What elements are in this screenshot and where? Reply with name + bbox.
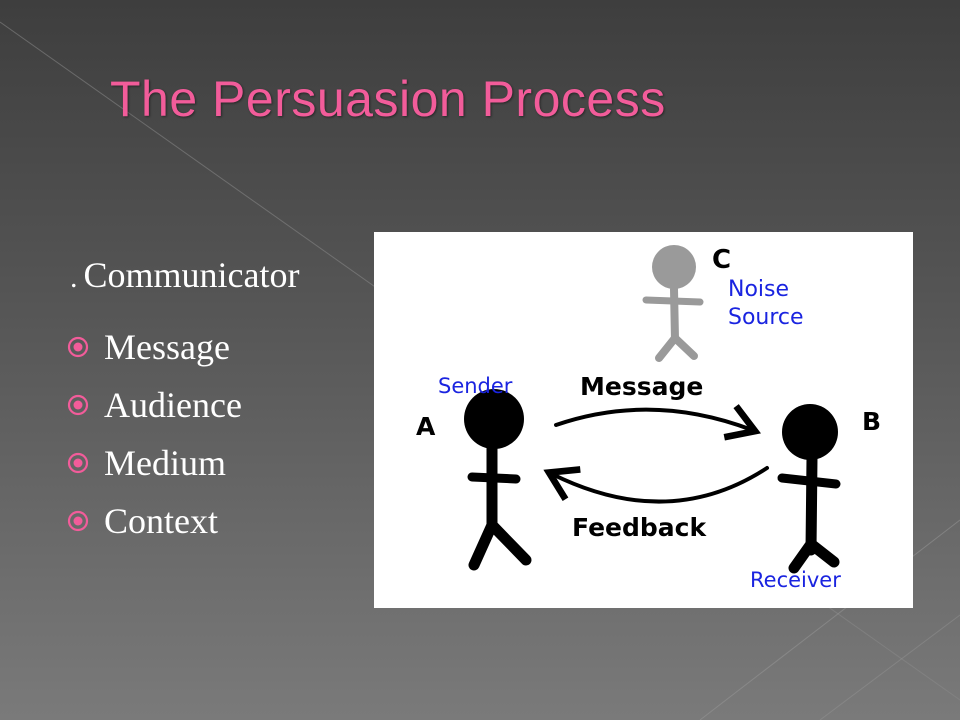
bullet-label: Message	[104, 327, 230, 367]
message-label: Message	[580, 372, 703, 401]
bullet-label: Audience	[104, 385, 242, 425]
noise-source-label-line1: Noise	[728, 277, 789, 302]
bullet-label: Medium	[104, 443, 226, 483]
feedback-label: Feedback	[572, 513, 707, 542]
feedback-arrow-icon	[543, 466, 769, 504]
receiver-figure	[777, 404, 841, 574]
sender-letter-label: A	[416, 412, 436, 441]
list-item: Medium	[66, 434, 242, 492]
sender-figure	[464, 389, 532, 571]
circle-dot-bullet-icon	[67, 510, 89, 532]
message-arrow-icon	[554, 404, 761, 441]
circle-dot-bullet-icon	[67, 394, 89, 416]
circle-dot-bullet-icon	[67, 336, 89, 358]
communicator-item: .Communicator	[70, 254, 299, 296]
list-item: Message	[66, 318, 242, 376]
dot-marker: .	[70, 261, 78, 294]
noise-source-figure	[642, 245, 704, 362]
slide-title: The Persuasion Process	[110, 71, 666, 127]
list-item: Audience	[66, 376, 242, 434]
sender-label: Sender	[438, 374, 513, 398]
bullet-list: Message Audience Medium Context	[66, 318, 242, 550]
receiver-letter-label: B	[862, 407, 881, 436]
bullet-label: Context	[104, 501, 218, 541]
communicator-label: Communicator	[83, 255, 300, 295]
receiver-label: Receiver	[750, 568, 841, 592]
communication-diagram: C Noise Source Sender A B Receiver Messa…	[374, 232, 913, 608]
noise-source-label-line2: Source	[728, 305, 804, 330]
circle-dot-bullet-icon	[67, 452, 89, 474]
list-item: Context	[66, 492, 242, 550]
noise-letter-label: C	[712, 245, 731, 275]
